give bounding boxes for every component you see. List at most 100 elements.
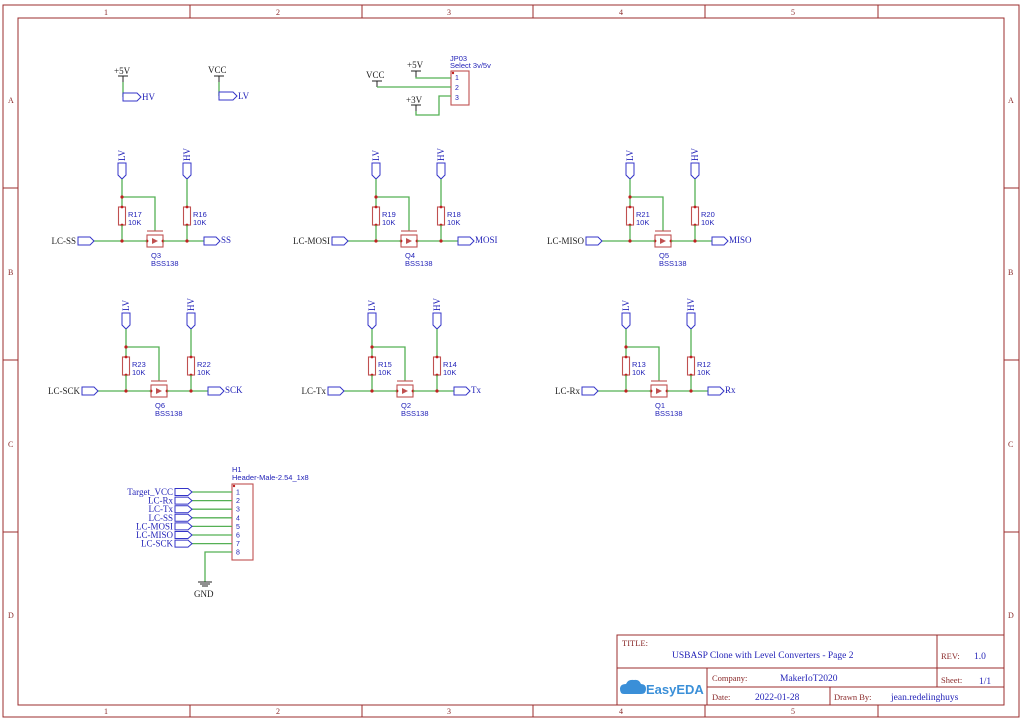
net-label-hv: HV: [182, 148, 192, 161]
power-label-5v: +5V: [114, 66, 131, 76]
junction: [689, 389, 693, 393]
header-value: Header-Male-2.54_1x8: [232, 473, 309, 482]
col-label: 1: [104, 8, 108, 17]
resistor-value: 10K: [197, 368, 210, 377]
title-label: TITLE:: [622, 638, 648, 648]
rev-label: REV:: [941, 651, 960, 661]
junction: [370, 345, 374, 349]
resistor-r23: [121, 356, 131, 376]
net-label-lv: LV: [238, 91, 250, 101]
junction: [189, 389, 193, 393]
date-value: 2022-01-28: [755, 693, 800, 703]
resistor-value: 10K: [382, 218, 395, 227]
mosfet-ref: Q2: [401, 401, 411, 410]
hv-flag: [436, 162, 446, 180]
mosfet-value: BSS138: [151, 259, 179, 268]
drawn-by-label: Drawn By:: [834, 692, 872, 702]
col-label: 4: [619, 8, 623, 17]
sheet-label: Sheet:: [941, 675, 962, 685]
net-label-lv: LV: [367, 299, 377, 311]
header-h1: H1 Header-Male-2.54_1x8 1Target_VCC2LC-R…: [127, 465, 308, 599]
header-net-label: LC-MOSI: [136, 521, 173, 531]
junction: [124, 345, 128, 349]
net-label-hv: HV: [690, 148, 700, 161]
resistor-value: 10K: [132, 368, 145, 377]
header-net-flag: [174, 531, 193, 539]
resistor-value: 10K: [128, 218, 141, 227]
ruler-dividers: [3, 5, 1019, 717]
col-label: 2: [276, 8, 280, 17]
net-label-hv: HV: [432, 298, 442, 311]
hv-flag: [182, 162, 192, 180]
hv-net-label: Tx: [471, 385, 481, 395]
header-net-label: Target_VCC: [127, 487, 173, 497]
junction: [120, 239, 124, 243]
resistor-value: 10K: [443, 368, 456, 377]
row-label: D: [8, 611, 14, 620]
lv-flag: [621, 312, 631, 330]
hv-net-flag: [453, 386, 471, 396]
resistor-r19: [371, 206, 381, 226]
junction: [624, 389, 628, 393]
resistor-value: 10K: [447, 218, 460, 227]
hv-net-label: MOSI: [475, 235, 498, 245]
header-pin-number: 1: [236, 490, 240, 497]
hv-net-label: SS: [221, 235, 231, 245]
hv-net-flag: [711, 236, 729, 246]
hv-flag: [686, 312, 696, 330]
col-label: 3: [447, 707, 451, 716]
mosfet-value: BSS138: [401, 409, 429, 418]
resistor-value: 10K: [701, 218, 714, 227]
junction: [370, 389, 374, 393]
resistor-ref: R17: [128, 210, 142, 219]
mosfet-value: BSS138: [655, 409, 683, 418]
net-label-lv: LV: [625, 149, 635, 161]
hv-flag: [186, 312, 196, 330]
hv-net-flag: [203, 236, 221, 246]
title-block: TITLE: USBASP Clone with Level Converter…: [616, 634, 1005, 706]
junction: [628, 195, 632, 199]
outer-frame: [2, 4, 1020, 718]
col-label: 5: [791, 707, 795, 716]
mosfet-diode: [406, 238, 412, 244]
junction: [439, 239, 443, 243]
pin-end: [689, 355, 693, 359]
header-net-flag: [174, 488, 193, 496]
net-label-hv: HV: [186, 298, 196, 311]
row-label: B: [1008, 268, 1013, 277]
mosfet-ref: Q6: [155, 401, 165, 410]
mosfet-diode: [156, 388, 162, 394]
pin-end: [374, 205, 378, 209]
lv-flag: [367, 312, 377, 330]
hv-net-label: Rx: [725, 385, 736, 395]
wire: [126, 346, 160, 381]
resistor-r13: [621, 356, 631, 376]
junction: [624, 345, 628, 349]
svg-text:1: 1: [455, 75, 459, 82]
row-label: A: [1008, 96, 1014, 105]
header-net-flag: [174, 539, 193, 548]
resistor-ref: R22: [197, 360, 211, 369]
net-label-hv: HV: [686, 298, 696, 311]
header-net-label: LC-SS: [148, 513, 173, 523]
lc-net-flag: [331, 236, 349, 246]
mosfet-diode: [656, 388, 662, 394]
lv-flag: [625, 162, 635, 180]
mosfet-diode: [660, 238, 666, 244]
header-net-label: LC-MISO: [136, 530, 174, 540]
jumper-value: Select 3v/5v: [450, 61, 491, 70]
resistor-ref: R14: [443, 360, 457, 369]
power-5v-to-hv: +5V HV: [114, 66, 155, 102]
lc-net-flag: [81, 386, 99, 396]
junction: [120, 195, 124, 199]
mosfet-value: BSS138: [405, 259, 433, 268]
mosfet-value: BSS138: [155, 409, 183, 418]
power-label-3v: +3V: [406, 95, 423, 105]
mosfet-ref: Q1: [655, 401, 665, 410]
junction: [693, 239, 697, 243]
pin-end: [693, 205, 697, 209]
row-label: C: [1008, 440, 1013, 449]
